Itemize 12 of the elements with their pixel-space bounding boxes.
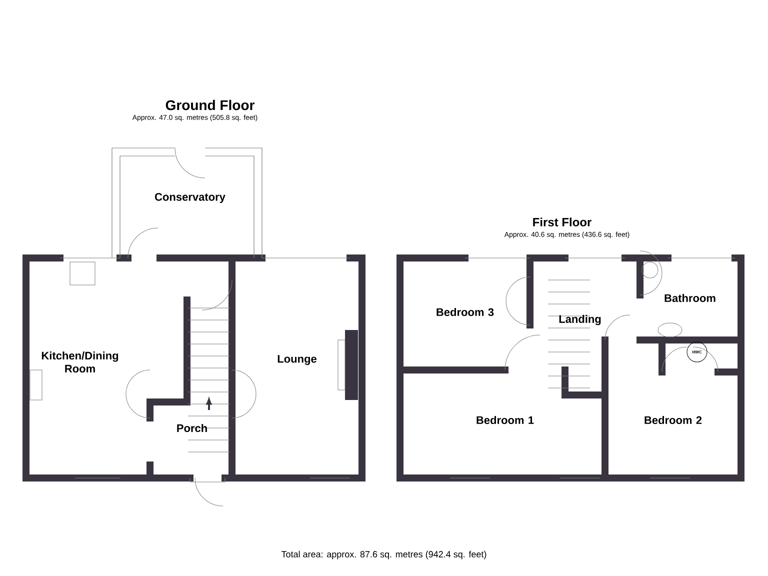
room-label: Porch	[177, 424, 207, 432]
room-label: Bedroom 1	[476, 416, 534, 424]
floor-title: Ground Floor	[166, 100, 255, 110]
room-label: Lounge	[278, 355, 316, 365]
room-label: Bedroom 2	[644, 416, 702, 424]
floor-title: First Floor	[533, 218, 592, 226]
room-label: Bathroom	[664, 294, 716, 302]
total-area-note: Total area: approx. 87.6 sq. metres (942.4 sq. feet)	[281, 550, 486, 560]
room-label: Conservatory	[155, 193, 226, 203]
room-label: Landing	[559, 314, 601, 326]
room-label: Bedroom 3	[436, 308, 494, 316]
room-label: Kitchen/Dining Room	[42, 351, 118, 373]
